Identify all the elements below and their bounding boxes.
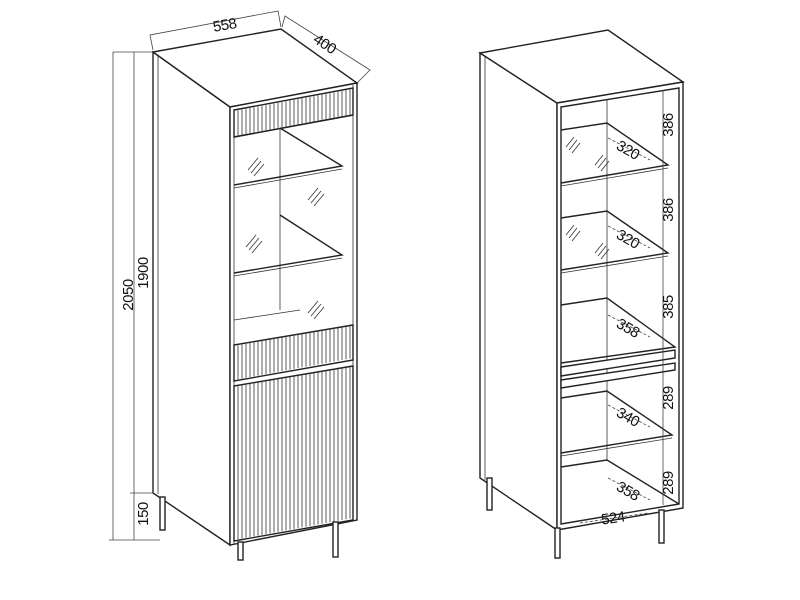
right-cabinet: 320 320 358 340 358 524 386 386 385 289 … [478, 29, 685, 559]
inner-width-label: 524 [600, 508, 626, 528]
left-cabinet-dimensions [109, 10, 371, 541]
compartment-height-label: 385 [660, 295, 677, 319]
right-cabinet-legs [486, 477, 665, 559]
glass-reflection-icon [565, 136, 610, 260]
width-dimension-label: 558 [212, 15, 238, 36]
right-cabinet-shelves [560, 122, 680, 505]
left-cabinet-side-panel [152, 50, 231, 547]
leg-height-dimension-label: 150 [135, 502, 152, 526]
compartment-height-label: 386 [660, 198, 677, 222]
left-cabinet: 558 400 2050 1900 150 [109, 10, 371, 561]
compartment-height-label: 289 [660, 471, 677, 495]
right-cabinet-dimensions [579, 90, 664, 524]
glass-door-section [233, 114, 354, 321]
glass-reflection-icon [245, 157, 325, 320]
bottom-door-flutes [237, 365, 351, 540]
compartment-height-label: 289 [660, 386, 677, 410]
left-cabinet-middle-drawer [233, 324, 354, 382]
shelf-drawer-rail [560, 349, 676, 377]
body-height-dimension-label: 1900 [135, 257, 152, 289]
total-height-dimension-label: 2050 [120, 279, 137, 311]
left-cabinet-legs [159, 496, 339, 561]
left-cabinet-bottom-door [233, 365, 354, 542]
top-drawer-flutes [237, 89, 351, 136]
middle-drawer-flutes [237, 324, 351, 380]
compartment-height-label: 386 [660, 113, 677, 137]
right-cabinet-side-panel [479, 51, 558, 532]
